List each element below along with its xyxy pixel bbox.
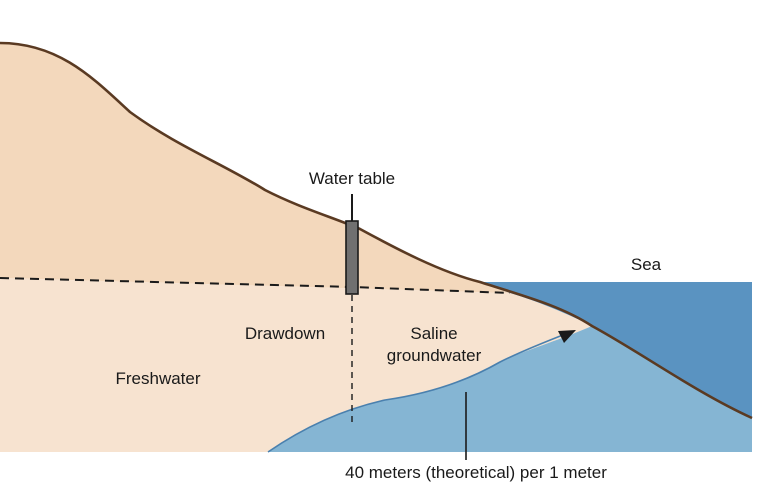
- sea-label: Sea: [631, 255, 662, 274]
- land-unsaturated-zone: [0, 43, 510, 293]
- sea-water: [480, 282, 752, 418]
- saline-interface-line: [267, 332, 569, 453]
- freshwater-zone: [0, 278, 592, 452]
- well-casing: [345, 220, 359, 295]
- interface-arrowhead: [558, 330, 576, 343]
- water-table-label: Water table: [309, 169, 395, 188]
- ratio-note-label: 40 meters (theoretical) per 1 meter: [345, 463, 607, 482]
- saline-groundwater-zone: [268, 326, 752, 452]
- saline-label-line1: Saline: [410, 324, 457, 343]
- ground-surface-line: [0, 41, 753, 420]
- drawdown-label: Drawdown: [245, 324, 325, 343]
- freshwater-label: Freshwater: [115, 369, 200, 388]
- saline-label-line2: groundwater: [387, 346, 482, 365]
